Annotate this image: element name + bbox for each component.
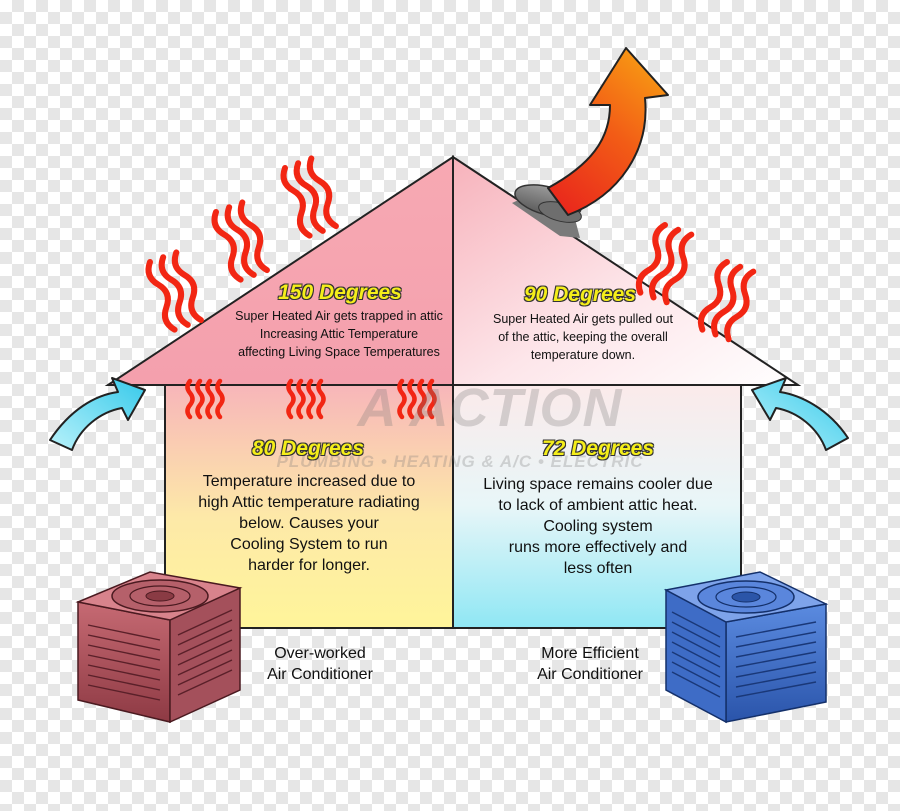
- room-left-line: Temperature increased due to: [202, 473, 416, 490]
- attic-left-description: Super Heated Air gets trapped in attic I…: [214, 307, 464, 361]
- intake-arrow-icon: [49, 377, 146, 451]
- attic-left-line: Super Heated Air gets trapped in attic: [235, 309, 443, 323]
- room-right-line: to lack of ambient attic heat.: [498, 497, 698, 514]
- room-left-description: Temperature increased due to high Attic …: [170, 471, 448, 576]
- room-left-line: harder for longer.: [248, 557, 370, 574]
- room-left-line: high Attic temperature radiating: [198, 494, 420, 511]
- attic-right-description: Super Heated Air gets pulled out of the …: [470, 310, 696, 364]
- attic-right-line: temperature down.: [530, 348, 636, 362]
- room-left-temperature: 80 Degrees: [251, 437, 365, 460]
- room-left-line: below. Causes your: [239, 515, 379, 532]
- attic-right-temperature: 90 Degrees: [523, 283, 637, 306]
- attic-left-temperature: 150 Degrees: [278, 281, 402, 304]
- air-conditioner-icon: [663, 571, 829, 724]
- room-right-line: less often: [563, 560, 633, 577]
- room-left-line: Cooling System to run: [230, 536, 388, 553]
- unit-right-line: Air Conditioner: [537, 666, 643, 683]
- room-right-line: Living space remains cooler due: [483, 476, 713, 493]
- attic-right-line: of the attic, keeping the overall: [498, 330, 668, 344]
- attic-left-line: Increasing Attic Temperature: [259, 327, 419, 341]
- attic-left-line: affecting Living Space Temperatures: [238, 345, 440, 359]
- heat-wave-icon: [280, 157, 340, 238]
- air-conditioner-icon: [75, 571, 243, 724]
- unit-left-line: Air Conditioner: [267, 666, 373, 683]
- heat-wave-icon: [211, 201, 271, 282]
- intake-arrow-icon: [751, 377, 849, 451]
- heat-wave-icon: [145, 251, 205, 332]
- unit-left-line: Over-worked: [274, 645, 366, 662]
- unit-right-label: More Efficient Air Conditioner: [502, 643, 678, 685]
- unit-left-label: Over-worked Air Conditioner: [232, 643, 408, 685]
- room-right-line: runs more effectively and: [508, 539, 688, 556]
- room-right-description: Living space remains cooler due to lack …: [458, 474, 738, 579]
- attic-right-line: Super Heated Air gets pulled out: [493, 312, 673, 326]
- exhaust-arrow-icon: [547, 47, 669, 216]
- room-right-line: Cooling system: [543, 518, 653, 535]
- room-right-temperature: 72 Degrees: [541, 437, 655, 460]
- watermark-tagline: PLUMBING • HEATING & A/C • ELECTRIC: [276, 452, 644, 471]
- watermark-brand: A ACTION: [357, 378, 623, 438]
- unit-right-line: More Efficient: [541, 645, 639, 662]
